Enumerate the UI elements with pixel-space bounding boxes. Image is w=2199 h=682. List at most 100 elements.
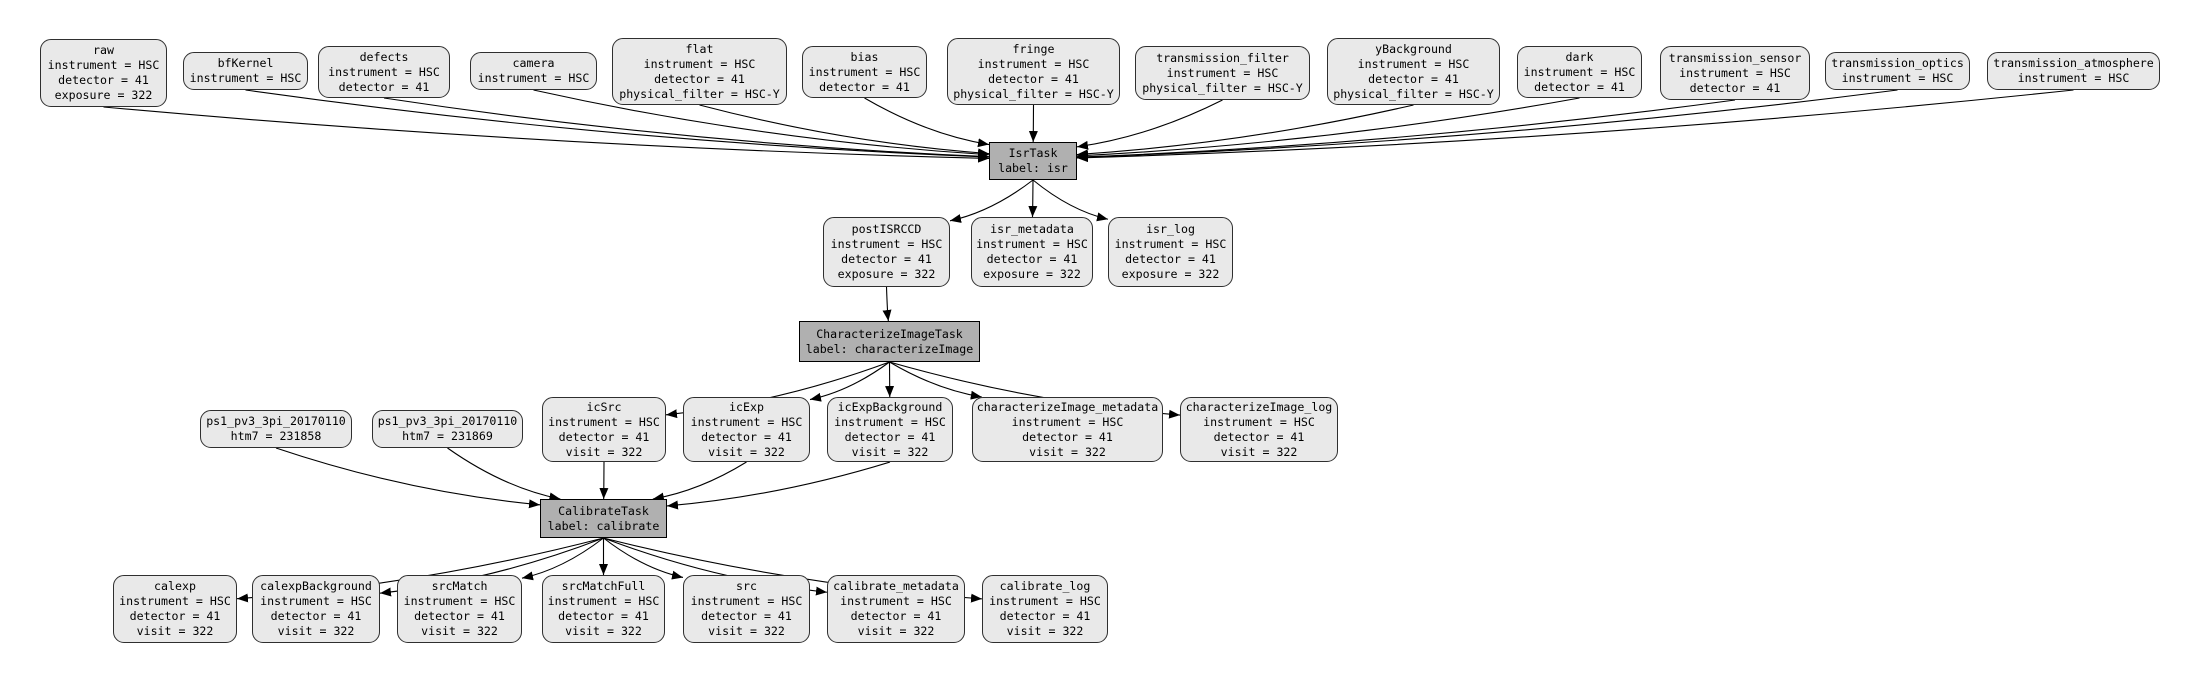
- node-property: instrument = HSC: [808, 64, 921, 79]
- node-title: isr_metadata: [990, 222, 1074, 236]
- edge-transmission_optics-to-isrTask: [1076, 89, 1898, 162]
- node-title: calexpBackground: [260, 579, 372, 593]
- node-property: detector = 41: [819, 79, 910, 94]
- node-property: instrument = HSC: [328, 64, 440, 79]
- node-title: transmission_sensor: [1668, 50, 1802, 65]
- edge-raw-to-isrTask: [103, 106, 990, 163]
- node-property: instrument = HSC: [119, 594, 231, 608]
- node-property: instrument = HSC: [547, 594, 660, 608]
- node-property: instrument = HSC: [1523, 64, 1636, 79]
- edge-isrTask-to-isr_metadata: [1028, 179, 1038, 218]
- node-property: visit = 322: [277, 624, 355, 638]
- node-property: detector = 41: [701, 429, 792, 444]
- node-property: detector = 41: [1689, 80, 1781, 95]
- node-property: visit = 322: [708, 444, 785, 459]
- edge-icExpBackground-to-calibrateTask: [666, 461, 891, 510]
- node-property: detector = 41: [844, 429, 936, 444]
- node-property: detector = 41: [1125, 252, 1216, 266]
- node-property: instrument = HSC: [830, 237, 943, 251]
- node-title: yBackground: [1375, 41, 1452, 56]
- node-property: visit = 322: [136, 624, 214, 638]
- node-property: detector = 41: [558, 429, 650, 444]
- node-title: icExp: [729, 399, 764, 414]
- node-title: characterizeImage_log: [1185, 399, 1333, 414]
- node-property: instrument = HSC: [690, 414, 803, 429]
- node-property: exposure = 322: [54, 88, 153, 102]
- node-property: htm7 = 231869: [402, 429, 493, 443]
- node-property: visit = 322: [1220, 444, 1298, 459]
- node-title: raw: [93, 43, 114, 57]
- node-title: transmission_filter: [1156, 50, 1289, 65]
- node-property: instrument = HSC: [1357, 56, 1470, 71]
- node-property: visit = 322: [421, 624, 498, 638]
- node-property: visit = 322: [1006, 624, 1084, 638]
- edge-dark-to-isrTask: [1076, 97, 1580, 160]
- node-property: instrument = HSC: [690, 594, 803, 608]
- node-property: label: isr: [998, 161, 1068, 175]
- edge-characterizeImageTask-to-icExp: [809, 361, 890, 402]
- node-property: detector = 41: [701, 609, 792, 623]
- node-property: detector = 41: [270, 609, 362, 623]
- node-property: detector = 41: [999, 609, 1091, 623]
- node-property: instrument = HSC: [1166, 65, 1279, 80]
- edge-characterizeImageTask-to-characterizeImage_metadata: [889, 361, 982, 400]
- node-property: instrument = HSC: [548, 414, 660, 429]
- node-property: instrument = HSC: [989, 594, 1101, 608]
- node-property: detector = 41: [129, 609, 221, 623]
- node-property: detector = 41: [654, 71, 745, 86]
- edge-ps1_231869-to-calibrateTask: [447, 447, 561, 502]
- node-title: CalibrateTask: [558, 503, 649, 518]
- node-property: exposure = 322: [837, 267, 936, 281]
- node-title: transmission_optics: [1831, 56, 1964, 70]
- node-title: defects: [359, 49, 409, 64]
- node-title: src: [736, 579, 757, 593]
- node-title: calibrate_metadata: [833, 579, 959, 593]
- node-property: instrument = HSC: [1679, 65, 1791, 80]
- node-property: instrument = HSC: [840, 594, 952, 608]
- edge-postISRCCD-to-characterizeImageTask: [882, 286, 892, 322]
- node-property: detector = 41: [841, 252, 932, 266]
- edge-bfKernel-to-isrTask: [245, 89, 990, 162]
- node-property: htm7 = 231858: [230, 429, 322, 443]
- node-property: physical_filter = HSC-Y: [953, 86, 1114, 101]
- node-title: ps1_pv3_3pi_20170110: [377, 414, 518, 428]
- node-property: instrument = HSC: [403, 594, 516, 608]
- edge-isrTask-to-isr_log: [1032, 179, 1109, 222]
- node-title: isr_log: [1146, 222, 1195, 236]
- node-property: instrument = HSC: [1011, 414, 1124, 429]
- node-property: instrument = HSC: [976, 237, 1088, 251]
- edge-camera-to-isrTask: [533, 89, 990, 159]
- edge-defects-to-isrTask: [383, 97, 990, 161]
- node-property: visit = 322: [708, 624, 785, 638]
- node-property: physical_filter = HSC-Y: [1333, 86, 1494, 101]
- node-title: flat: [685, 41, 714, 56]
- node-property: instrument = HSC: [477, 71, 590, 85]
- edge-isrTask-to-postISRCCD: [949, 179, 1034, 223]
- node-title: CharacterizeImageTask: [816, 326, 963, 341]
- node-property: detector = 41: [1534, 79, 1625, 94]
- node-property: label: calibrate: [547, 518, 660, 533]
- edge-icExp-to-calibrateTask: [652, 461, 747, 502]
- node-property: visit = 322: [565, 444, 643, 459]
- node-title: camera: [512, 56, 555, 70]
